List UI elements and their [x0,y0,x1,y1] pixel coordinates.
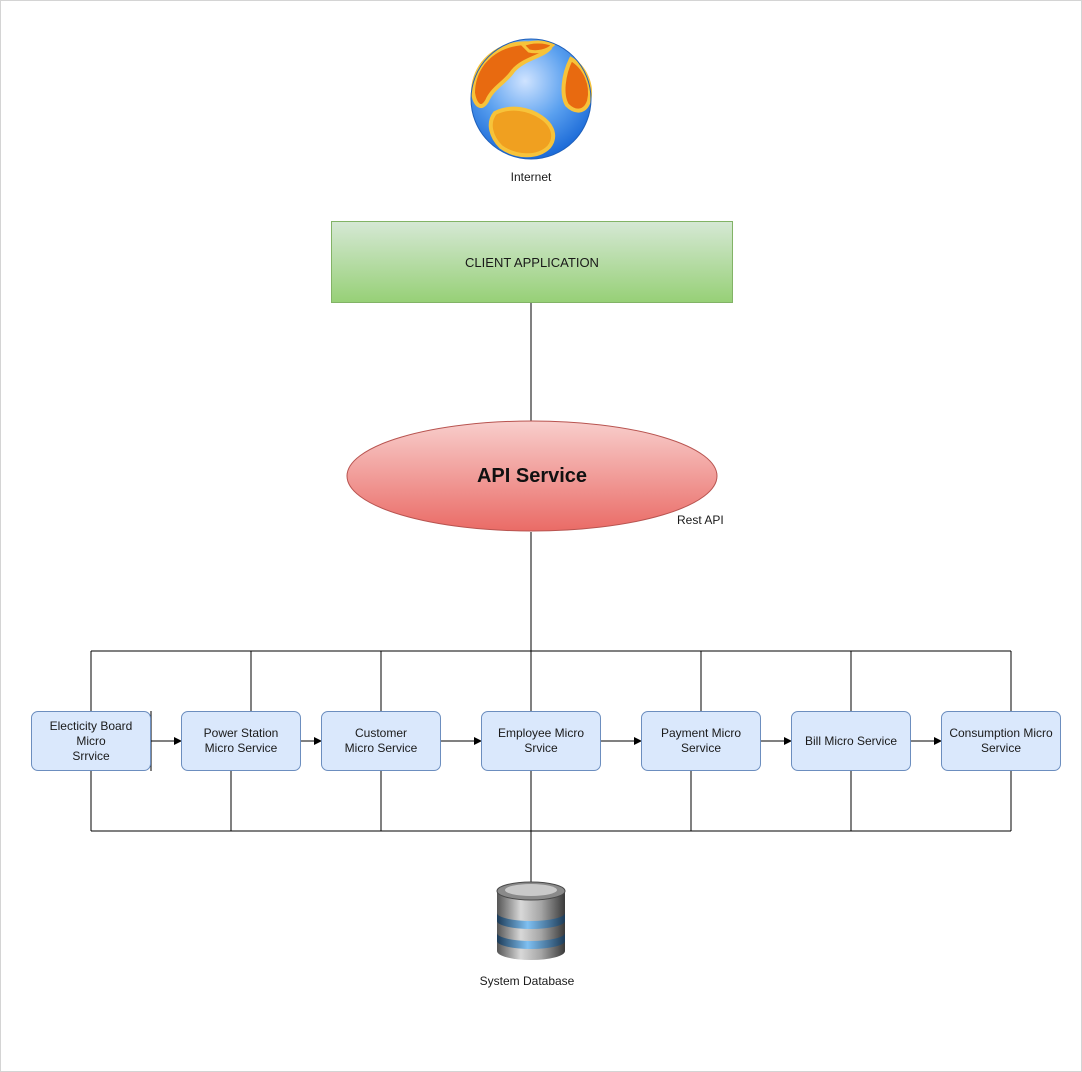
api-service-ellipse[interactable] [346,420,718,532]
bill-service-box[interactable]: Bill Micro Service [791,711,911,771]
consumption-service-box[interactable]: Consumption Micro Service [941,711,1061,771]
api-service-label: API Service [476,465,588,487]
system-database-label: System Database [479,974,575,988]
database-icon [496,881,566,960]
internet-label: Internet [510,170,552,184]
electricity-board-service-box[interactable]: Electicity Board Micro Srrvice [31,711,151,771]
client-application-box[interactable]: CLIENT APPLICATION [331,221,733,303]
power-station-service-box[interactable]: Power Station Micro Service [181,711,301,771]
client-application-label: CLIENT APPLICATION [465,254,599,270]
customer-service-box[interactable]: Customer Micro Service [321,711,441,771]
connectors [90,301,1012,886]
payment-service-box[interactable]: Payment Micro Service [641,711,761,771]
globe-icon [470,38,592,160]
employee-service-box[interactable]: Employee Micro Srvice [481,711,601,771]
rest-api-label: Rest API [677,513,724,527]
